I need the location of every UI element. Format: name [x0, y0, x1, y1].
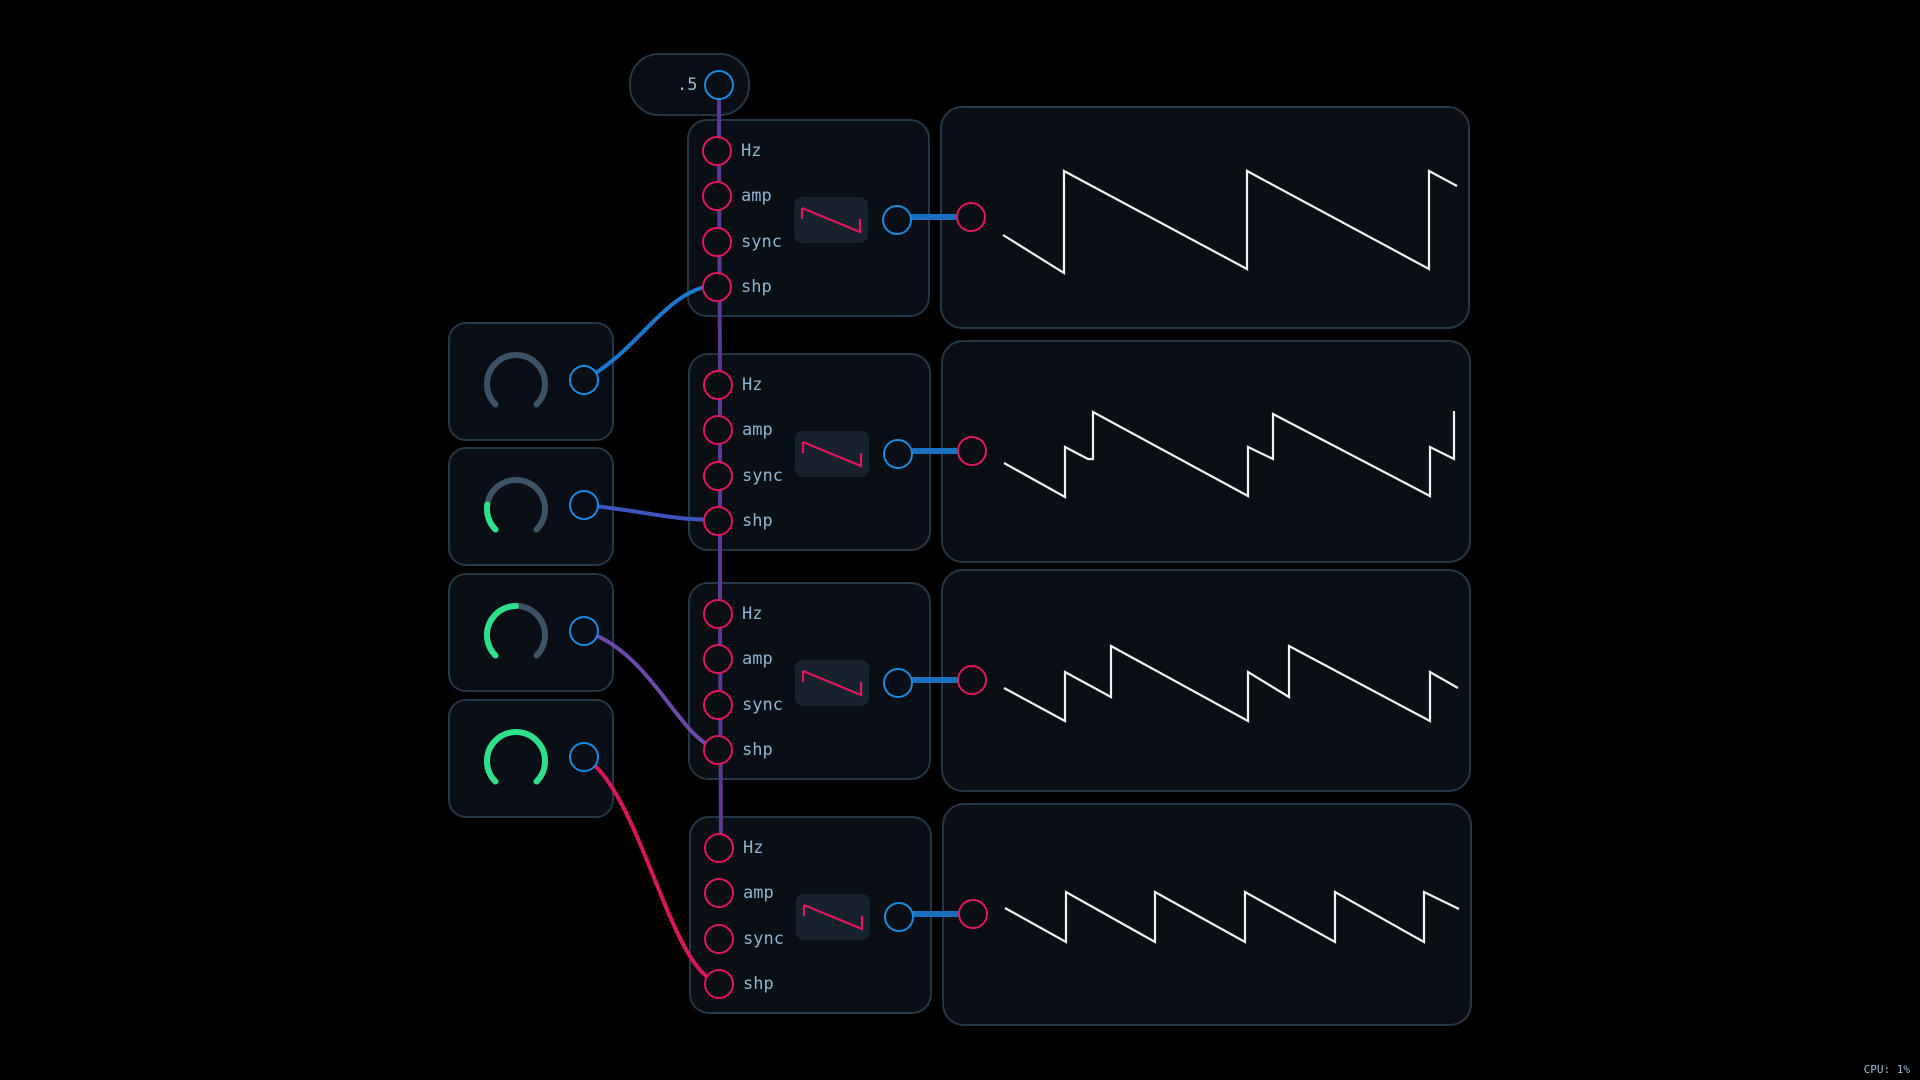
- knob-track: [484, 352, 548, 408]
- knob-level-arc: [484, 729, 548, 785]
- knob-node-2[interactable]: [448, 447, 614, 566]
- scope-node-2[interactable]: [941, 340, 1471, 563]
- sawtooth-icon: [802, 903, 864, 931]
- amp-input-port[interactable]: [703, 644, 733, 674]
- hz-input-port[interactable]: [704, 833, 734, 863]
- knob-node-1[interactable]: [448, 322, 614, 441]
- sync-input-port[interactable]: [703, 690, 733, 720]
- amp-input-port[interactable]: [702, 181, 732, 211]
- amp-port-label: amp: [742, 420, 773, 440]
- shp-port-label: shp: [743, 974, 774, 994]
- cpu-usage-readout: CPU: 1%: [1863, 1063, 1910, 1076]
- oscillator-output-port[interactable]: [883, 439, 913, 469]
- amp-input-port[interactable]: [703, 415, 733, 445]
- knob-dial[interactable]: [478, 597, 554, 673]
- constant-node[interactable]: .5: [629, 53, 750, 116]
- knob-level-arc: [484, 603, 519, 659]
- cable-knob-4: [582, 755, 719, 984]
- knob-track: [484, 477, 548, 533]
- amp-port-label: amp: [741, 186, 772, 206]
- knob-dial[interactable]: [478, 723, 554, 799]
- sync-input-port[interactable]: [702, 227, 732, 257]
- scope-node-3[interactable]: [941, 569, 1471, 792]
- hz-port-label: Hz: [742, 375, 763, 395]
- hz-port-label: Hz: [743, 838, 764, 858]
- knob-output-port[interactable]: [569, 365, 599, 395]
- shp-input-port[interactable]: [702, 272, 732, 302]
- sync-port-label: sync: [743, 929, 784, 949]
- sync-input-port[interactable]: [703, 461, 733, 491]
- oscillator-node-1[interactable]: Hz amp sync shp: [687, 119, 930, 317]
- scope-node-4[interactable]: [942, 803, 1472, 1026]
- scope-trace: [1002, 169, 1458, 275]
- shp-input-port[interactable]: [704, 969, 734, 999]
- constant-value[interactable]: .5: [677, 75, 698, 95]
- knob-dial[interactable]: [478, 346, 554, 422]
- sawtooth-icon: [800, 206, 862, 234]
- cable-knob-3: [582, 629, 718, 750]
- amp-port-label: amp: [743, 883, 774, 903]
- knob-output-port[interactable]: [569, 616, 599, 646]
- shp-port-label: shp: [742, 511, 773, 531]
- sync-input-port[interactable]: [704, 924, 734, 954]
- scope-input-port[interactable]: [957, 436, 987, 466]
- amp-port-label: amp: [742, 649, 773, 669]
- hz-port-label: Hz: [742, 604, 763, 624]
- cable-constant-bus: [717, 82, 723, 851]
- cable-knob-2: [582, 503, 718, 522]
- scope-input-port[interactable]: [958, 899, 988, 929]
- hz-input-port[interactable]: [703, 370, 733, 400]
- hz-input-port[interactable]: [703, 599, 733, 629]
- sync-port-label: sync: [742, 466, 783, 486]
- scope-node-1[interactable]: [940, 106, 1470, 329]
- shp-input-port[interactable]: [703, 735, 733, 765]
- oscillator-output-port[interactable]: [884, 902, 914, 932]
- knob-output-port[interactable]: [569, 742, 599, 772]
- oscillator-output-port[interactable]: [883, 668, 913, 698]
- sawtooth-icon: [801, 669, 863, 697]
- oscillator-output-port[interactable]: [882, 205, 912, 235]
- shp-port-label: shp: [741, 277, 772, 297]
- knob-level-arc: [484, 501, 499, 533]
- knob-output-port[interactable]: [569, 490, 599, 520]
- constant-output-port[interactable]: [704, 70, 734, 100]
- hz-port-label: Hz: [741, 141, 762, 161]
- knob-node-3[interactable]: [448, 573, 614, 692]
- scope-trace: [1003, 410, 1456, 499]
- knob-node-4[interactable]: [448, 699, 614, 818]
- scope-input-port[interactable]: [957, 665, 987, 695]
- hz-input-port[interactable]: [702, 136, 732, 166]
- scope-trace: [1004, 890, 1460, 944]
- sync-port-label: sync: [742, 695, 783, 715]
- sync-port-label: sync: [741, 232, 782, 252]
- shp-input-port[interactable]: [703, 506, 733, 536]
- oscillator-node-3[interactable]: Hz amp sync shp: [688, 582, 931, 780]
- knob-dial[interactable]: [478, 471, 554, 547]
- shp-port-label: shp: [742, 740, 773, 760]
- cable-knob-1: [582, 283, 717, 382]
- oscillator-node-2[interactable]: Hz amp sync shp: [688, 353, 931, 551]
- scope-trace: [1003, 644, 1459, 723]
- amp-input-port[interactable]: [704, 878, 734, 908]
- sawtooth-icon: [801, 440, 863, 468]
- scope-input-port[interactable]: [956, 202, 986, 232]
